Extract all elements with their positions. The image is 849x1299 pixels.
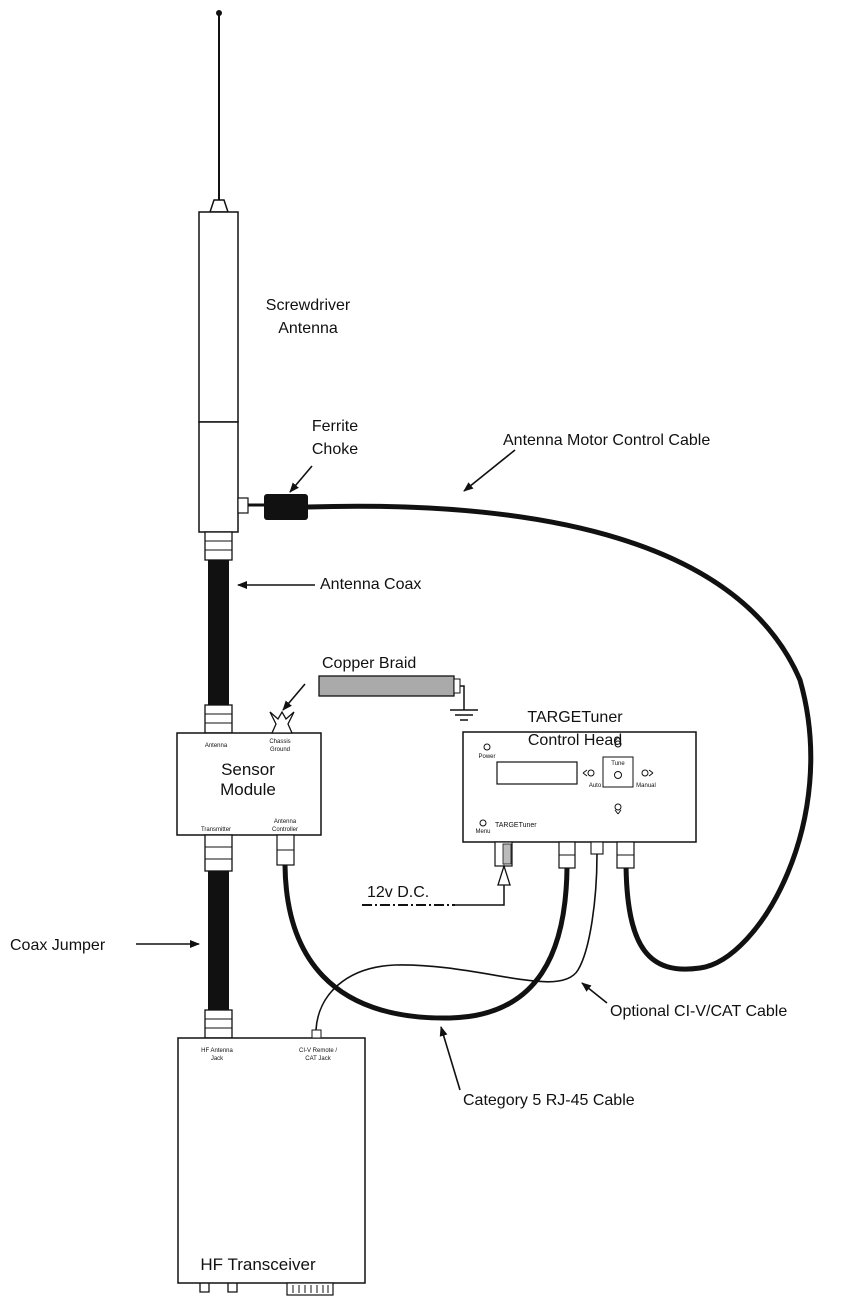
transmitter-connector	[204, 834, 233, 872]
copper-braid	[318, 675, 455, 697]
down-button	[614, 803, 622, 811]
sensor-port-antenna: Antenna	[205, 743, 228, 749]
manual-button	[641, 769, 649, 777]
auto-button	[587, 769, 595, 777]
motor-cable-pointer	[463, 449, 516, 492]
antenna-coax-connector	[204, 531, 233, 561]
menu-button	[479, 819, 487, 827]
up-button	[614, 740, 622, 748]
db9-port	[286, 1282, 334, 1296]
civ-jack-label-2: CAT Jack	[305, 1056, 331, 1062]
tune-button	[614, 771, 622, 779]
sensor-port-controller-1: Antenna	[274, 819, 297, 825]
label-cat5-cable: Category 5 RJ-45 Cable	[463, 1092, 635, 1109]
sensor-port-chassis: Chassis	[269, 739, 290, 745]
label-screwdriver-1: Screwdriver	[266, 297, 351, 314]
upper-mast	[198, 211, 239, 423]
lower-mast	[198, 421, 239, 533]
whip-tip	[216, 10, 222, 16]
ferrite-choke	[264, 494, 308, 520]
sensor-port-controller-2: Controller	[272, 827, 298, 833]
power-led	[483, 743, 491, 751]
whip-ferrule	[208, 199, 230, 213]
panel-manual: Manual	[636, 783, 656, 789]
ferrite-pointer	[289, 465, 313, 493]
civ-connector	[590, 841, 604, 855]
label-copper-braid: Copper Braid	[322, 655, 416, 672]
motor-connector	[237, 497, 249, 514]
ground-icon	[450, 709, 478, 721]
sensor-title-1: Sensor	[221, 760, 275, 779]
copper-braid-pointer	[282, 683, 306, 711]
sensor-port-ground: Ground	[270, 747, 290, 753]
ground-wire	[460, 685, 465, 710]
sensor-module: Antenna Chassis Ground Sensor Module Tra…	[176, 732, 322, 836]
dc-power-feed	[455, 871, 505, 906]
hf-jack-label-2: Jack	[211, 1056, 224, 1062]
coax-jumper	[208, 871, 229, 1016]
panel-menu: Menu	[475, 829, 490, 835]
civ-cat-cable	[315, 853, 598, 1031]
motor-control-cable	[307, 503, 814, 972]
jumper-lower-connector	[204, 1009, 233, 1039]
hf-transceiver: HF Antenna Jack CI-V Remote / CAT Jack H…	[177, 1037, 366, 1296]
label-ferrite-2: Choke	[312, 441, 358, 458]
foot-left	[199, 1283, 210, 1293]
label-civ-cable: Optional CI-V/CAT Cable	[610, 1003, 787, 1020]
civ-jack-label-1: CI-V Remote /	[299, 1048, 337, 1054]
hf-transceiver-title: HF Transceiver	[200, 1255, 316, 1274]
civ-cable-pointer	[581, 982, 608, 1004]
right-arrow-icon	[648, 769, 654, 777]
left-arrow-icon	[582, 769, 588, 777]
label-antenna-coax: Antenna Coax	[320, 576, 421, 593]
antenna-coax	[208, 560, 229, 710]
label-screwdriver-2: Antenna	[278, 320, 338, 337]
label-12v-dc: 12v D.C.	[367, 884, 429, 901]
panel-auto: Auto	[589, 783, 602, 789]
targetuner-control-head: Power Menu TARGETuner Tune Auto Manual	[462, 731, 697, 843]
down-arrow-icon	[614, 809, 622, 815]
label-targetuner-1: TARGETuner	[527, 709, 623, 726]
panel-brand: TARGETuner	[495, 822, 537, 829]
label-coax-jumper: Coax Jumper	[10, 937, 106, 954]
antenna-coax-lower-connector	[204, 704, 233, 734]
dc-power-arrow	[497, 863, 511, 886]
panel-power: Power	[478, 754, 495, 760]
civ-jack-connector	[311, 1029, 322, 1039]
label-ferrite-1: Ferrite	[312, 418, 358, 435]
cat5-cable-pointer	[439, 1026, 461, 1091]
up-arrow-icon	[614, 736, 622, 742]
label-targetuner-2: Control Head	[528, 732, 622, 749]
foot-middle	[227, 1283, 238, 1293]
cat5-cable	[282, 864, 570, 1021]
panel-tune: Tune	[611, 761, 625, 767]
sensor-title-2: Module	[220, 780, 276, 799]
sensor-port-transmitter: Transmitter	[201, 827, 231, 833]
label-motor-cable: Antenna Motor Control Cable	[503, 432, 710, 449]
wing-nut-icon	[269, 710, 295, 734]
hf-jack-label-1: HF Antenna	[201, 1048, 233, 1054]
lcd-display	[496, 761, 578, 785]
screwdriver-antenna	[198, 10, 249, 561]
